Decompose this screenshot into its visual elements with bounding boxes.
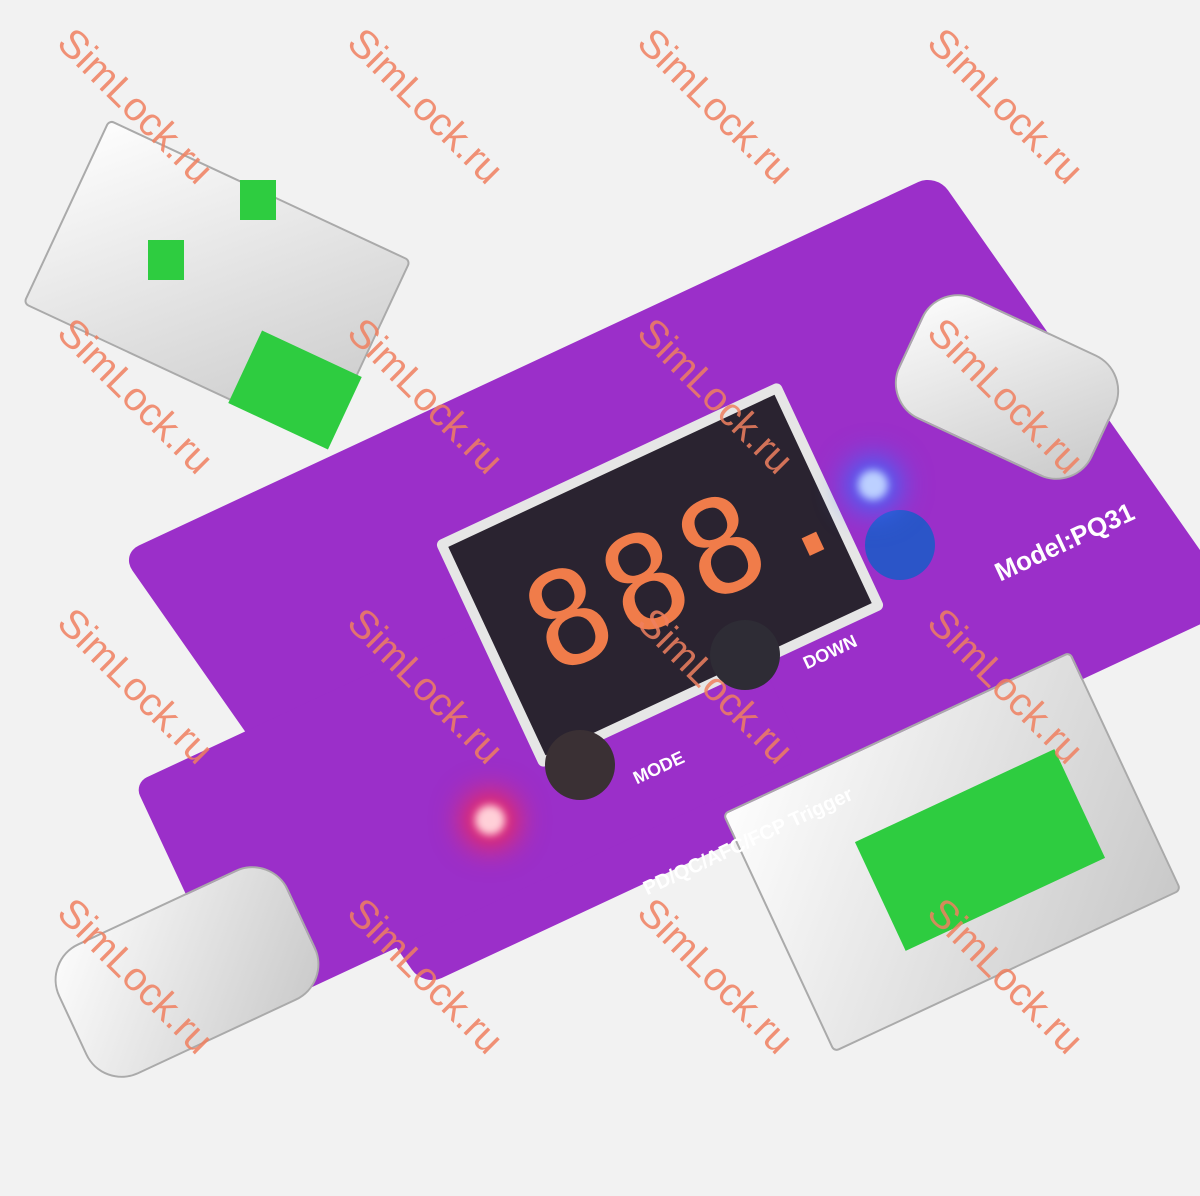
watermark: SimLock.ru [918, 20, 1092, 193]
usb-a-contact-left [148, 240, 184, 280]
down-button[interactable] [710, 620, 780, 690]
watermark: SimLock.ru [628, 20, 802, 193]
usb-a-male-connector [22, 118, 412, 446]
usb-a-contact-right [240, 180, 276, 220]
blue-led [858, 470, 888, 500]
watermark: SimLock.ru [338, 20, 512, 193]
up-button[interactable] [865, 510, 935, 580]
mode-button[interactable] [545, 730, 615, 800]
red-led [475, 805, 505, 835]
